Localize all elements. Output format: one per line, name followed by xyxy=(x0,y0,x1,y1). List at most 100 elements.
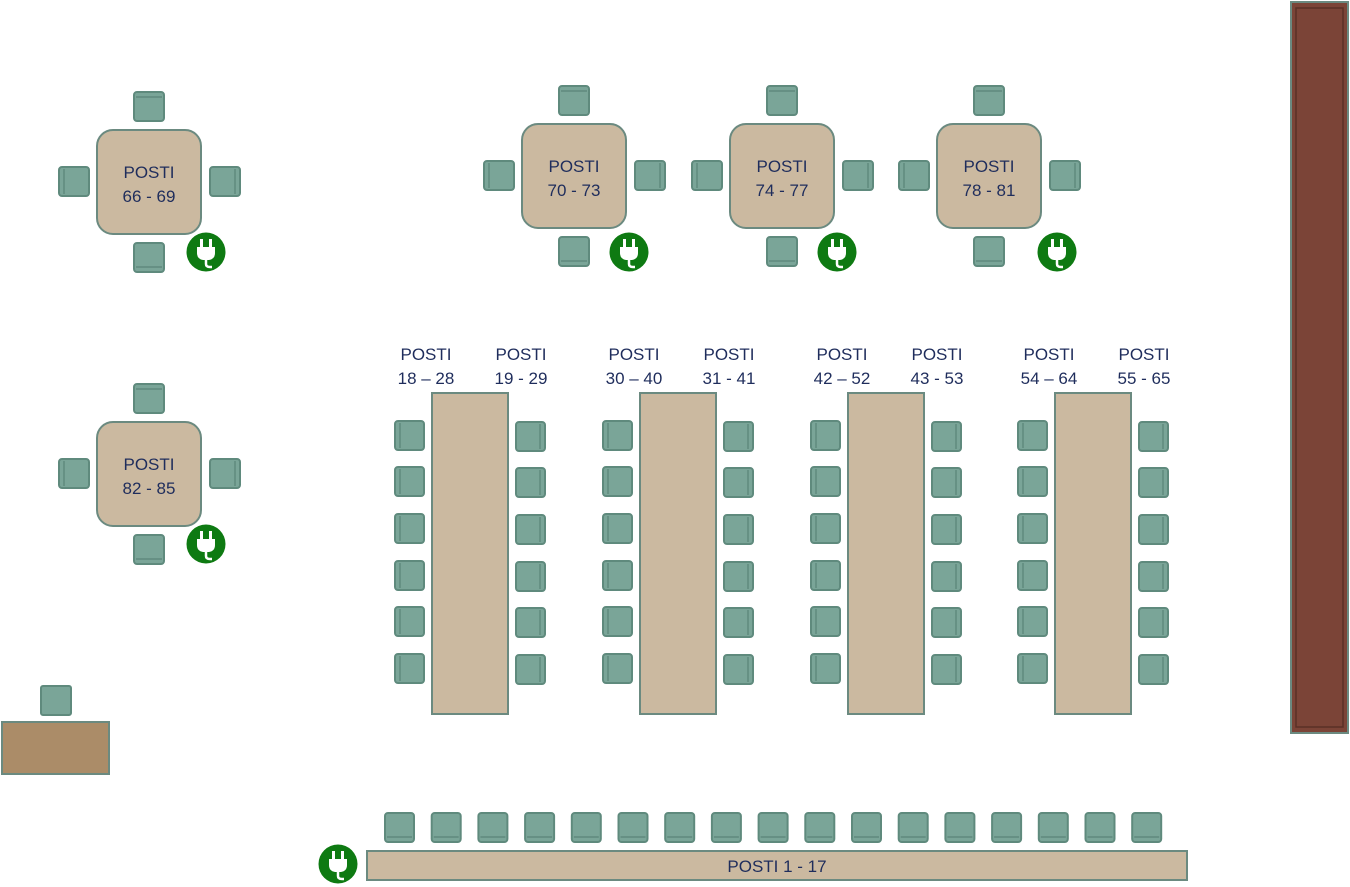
chair-icon[interactable] xyxy=(723,561,754,592)
chair-icon[interactable] xyxy=(931,514,962,545)
table[interactable] xyxy=(521,123,627,229)
chair-icon[interactable] xyxy=(515,421,546,452)
chair-icon[interactable] xyxy=(723,654,754,685)
chair-icon[interactable] xyxy=(931,421,962,452)
chair-icon[interactable] xyxy=(483,160,515,191)
chair-icon[interactable] xyxy=(1017,560,1048,591)
table-label-line1: POSTI xyxy=(548,157,599,176)
chair-icon[interactable] xyxy=(394,560,425,591)
chair-icon[interactable] xyxy=(1017,466,1048,497)
chair-icon[interactable] xyxy=(897,812,929,843)
chair-icon[interactable] xyxy=(58,166,90,197)
chair-icon[interactable] xyxy=(723,514,754,545)
chair-icon[interactable] xyxy=(58,458,90,489)
chair-icon[interactable] xyxy=(1138,561,1169,592)
long-table[interactable] xyxy=(431,392,509,715)
chair-icon[interactable] xyxy=(1017,420,1048,451)
chair-icon[interactable] xyxy=(810,653,841,684)
chair-icon[interactable] xyxy=(1138,421,1169,452)
desk-chair[interactable] xyxy=(40,685,72,716)
chair-icon[interactable] xyxy=(723,421,754,452)
chair-icon[interactable] xyxy=(1017,606,1048,637)
chair-icon[interactable] xyxy=(810,560,841,591)
chair-icon[interactable] xyxy=(973,236,1005,267)
chair-icon[interactable] xyxy=(810,420,841,451)
chair-icon[interactable] xyxy=(804,812,836,843)
table-label-line2: 70 - 73 xyxy=(548,181,601,200)
chair-icon[interactable] xyxy=(810,606,841,637)
chair-icon[interactable] xyxy=(1138,607,1169,638)
bench-table[interactable] xyxy=(366,850,1188,881)
table[interactable] xyxy=(936,123,1042,229)
long-table[interactable] xyxy=(1054,392,1132,715)
chair-icon[interactable] xyxy=(1138,467,1169,498)
long-table[interactable] xyxy=(847,392,925,715)
chair-icon[interactable] xyxy=(931,561,962,592)
chair-icon[interactable] xyxy=(1138,654,1169,685)
chair-icon[interactable] xyxy=(524,812,556,843)
chair-icon[interactable] xyxy=(602,560,633,591)
chair-icon[interactable] xyxy=(634,160,666,191)
chair-icon[interactable] xyxy=(602,513,633,544)
chair-icon[interactable] xyxy=(1037,812,1069,843)
chair-icon[interactable] xyxy=(394,420,425,451)
chair-icon[interactable] xyxy=(570,812,602,843)
chair-icon[interactable] xyxy=(944,812,976,843)
chair-icon[interactable] xyxy=(710,812,742,843)
chair-icon[interactable] xyxy=(931,607,962,638)
chair-icon[interactable] xyxy=(394,513,425,544)
table[interactable] xyxy=(729,123,835,229)
chair-icon[interactable] xyxy=(851,812,882,843)
chair-icon[interactable] xyxy=(558,236,590,267)
chair-icon[interactable] xyxy=(515,514,546,545)
chair-icon[interactable] xyxy=(209,458,241,489)
chair-icon[interactable] xyxy=(931,654,962,685)
chair-icon[interactable] xyxy=(515,654,546,685)
chair-icon[interactable] xyxy=(602,653,633,684)
chair-icon[interactable] xyxy=(723,607,754,638)
chair-icon[interactable] xyxy=(133,242,165,273)
chair-icon[interactable] xyxy=(477,812,509,843)
chair-icon[interactable] xyxy=(810,513,841,544)
chair-icon[interactable] xyxy=(602,606,633,637)
table[interactable] xyxy=(96,129,202,235)
chair-icon[interactable] xyxy=(133,383,165,414)
chair-icon[interactable] xyxy=(602,420,633,451)
chair-icon[interactable] xyxy=(973,85,1005,116)
chair-icon[interactable] xyxy=(1017,513,1048,544)
chair-icon[interactable] xyxy=(133,534,165,565)
chair-icon[interactable] xyxy=(558,85,590,116)
chair-icon[interactable] xyxy=(664,812,696,843)
chair-icon[interactable] xyxy=(617,812,649,843)
chair-icon[interactable] xyxy=(842,160,874,191)
table[interactable] xyxy=(96,421,202,527)
chair-icon[interactable] xyxy=(394,466,425,497)
chair-icon[interactable] xyxy=(757,812,789,843)
chair-icon[interactable] xyxy=(766,236,798,267)
chair-icon[interactable] xyxy=(515,561,546,592)
chair-icon[interactable] xyxy=(209,166,241,197)
chair-icon[interactable] xyxy=(931,467,962,498)
chair-icon[interactable] xyxy=(691,160,723,191)
chair-icon[interactable] xyxy=(384,812,415,843)
chair-icon[interactable] xyxy=(515,607,546,638)
chair-icon[interactable] xyxy=(394,653,425,684)
chair-icon[interactable] xyxy=(515,467,546,498)
chair-icon[interactable] xyxy=(394,606,425,637)
chair-icon[interactable] xyxy=(810,466,841,497)
chair-icon[interactable] xyxy=(898,160,930,191)
chair-icon[interactable] xyxy=(1049,160,1081,191)
chair-icon[interactable] xyxy=(1017,653,1048,684)
chair-icon[interactable] xyxy=(602,466,633,497)
chair-icon[interactable] xyxy=(991,812,1023,843)
chair-icon[interactable] xyxy=(133,91,165,122)
chair-icon[interactable] xyxy=(723,467,754,498)
chair-icon[interactable] xyxy=(1084,812,1116,843)
long-table[interactable] xyxy=(639,392,717,715)
table-label-line1: POSTI xyxy=(123,455,174,474)
chair-icon[interactable] xyxy=(766,85,798,116)
chair-icon[interactable] xyxy=(1138,514,1169,545)
chair-icon[interactable] xyxy=(430,812,462,843)
chair-icon[interactable] xyxy=(1131,812,1163,843)
